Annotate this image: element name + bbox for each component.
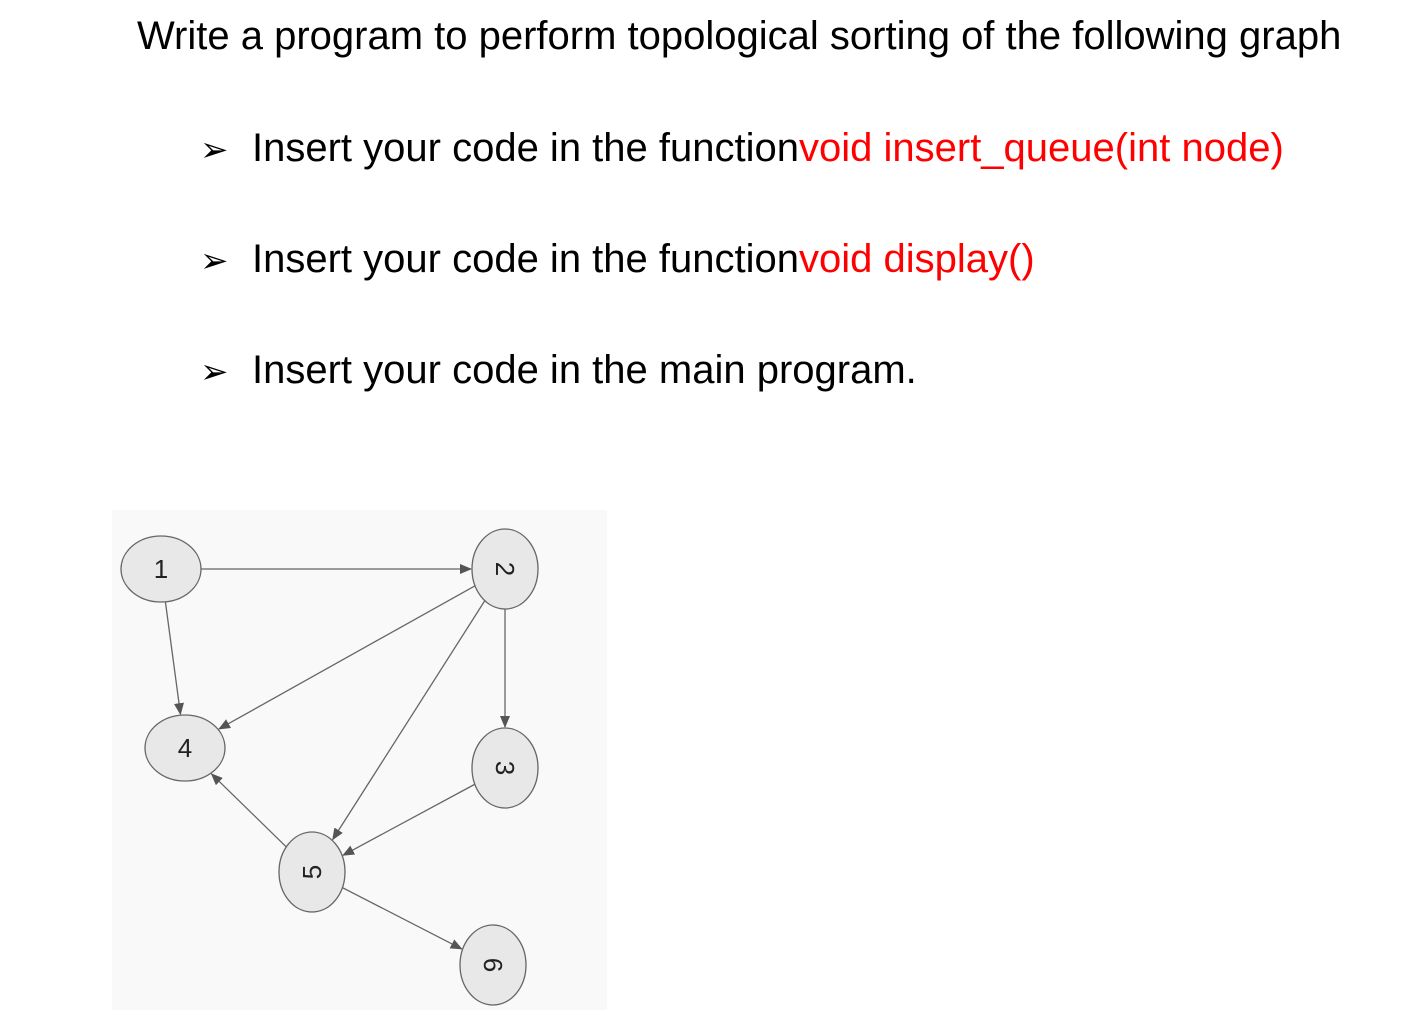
graph-edge-2-4 <box>218 585 476 730</box>
graph-node-ellipse <box>459 924 527 1006</box>
graph-node-5: 5 <box>278 831 346 913</box>
page-title: Write a program to perform topological s… <box>137 14 1342 58</box>
graph-node-3: 3 <box>471 727 539 809</box>
function-signature: void display() <box>799 237 1035 281</box>
graph-node-6: 6 <box>459 924 527 1006</box>
graph-edge-1-4 <box>164 601 184 716</box>
graph-edge-2-5 <box>332 600 486 841</box>
graph-node-ellipse <box>144 714 226 782</box>
graph-node-label: 3 <box>490 761 520 775</box>
graph-node-ellipse <box>471 727 539 809</box>
graph-node-1: 1 <box>120 535 202 603</box>
graph-node-label: 4 <box>178 733 192 763</box>
graph-node-ellipse <box>278 831 346 913</box>
graph-edge-5-6 <box>342 887 463 950</box>
graph-edge-3-5 <box>342 783 476 856</box>
graph-node-4: 4 <box>144 714 226 782</box>
bullet-display: ➢ Insert your code in the function void … <box>200 237 1035 282</box>
bullet-text: Insert your code in the function <box>252 126 799 170</box>
bullet-main-program: ➢ Insert your code in the main program. <box>200 348 917 393</box>
graph-node-ellipse <box>120 535 202 603</box>
arrow-bullet-icon: ➢ <box>200 352 229 392</box>
arrow-bullet-icon: ➢ <box>200 130 229 170</box>
graph-node-label: 2 <box>490 562 520 576</box>
graph-edge-5-4 <box>210 773 287 848</box>
graph-node-label: 5 <box>297 865 327 879</box>
arrow-bullet-icon: ➢ <box>200 241 229 281</box>
graph-node-label: 6 <box>478 958 508 972</box>
graph-node-ellipse <box>471 528 539 610</box>
graph-node-2: 2 <box>471 528 539 610</box>
bullet-text: Insert your code in the function <box>252 237 799 281</box>
bullet-text: Insert your code in the main program. <box>252 348 917 392</box>
graph-node-label: 1 <box>154 554 168 584</box>
bullet-insert-queue: ➢ Insert your code in the function void … <box>200 126 1284 171</box>
function-signature: void insert_queue(int node) <box>799 126 1284 170</box>
